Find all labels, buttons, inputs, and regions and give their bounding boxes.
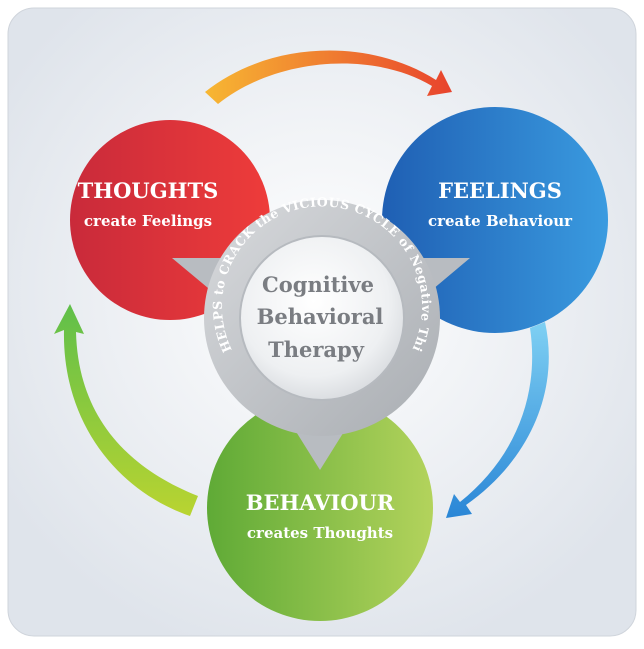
feelings-subtitle: create Behaviour [428,212,573,230]
hub-line-2: Behavioral [257,304,384,329]
thoughts-subtitle: create Feelings [84,212,212,230]
arrow-behaviour-to-thoughts [54,304,198,516]
behaviour-title: BEHAVIOUR [246,490,395,515]
hub-line-1: Cognitive [262,272,374,297]
hub-line-3: Therapy [268,337,365,362]
hub-core [239,235,405,401]
thoughts-title: THOUGHTS [78,178,219,203]
feelings-title: FEELINGS [438,178,562,203]
arrow-thoughts-to-feelings [205,50,452,104]
node-behaviour: BEHAVIOUR creates Thoughts [207,395,433,621]
arrow-feelings-to-behaviour [446,322,549,518]
behaviour-subtitle: creates Thoughts [247,524,393,542]
hub-pointer-bottom [295,430,345,470]
